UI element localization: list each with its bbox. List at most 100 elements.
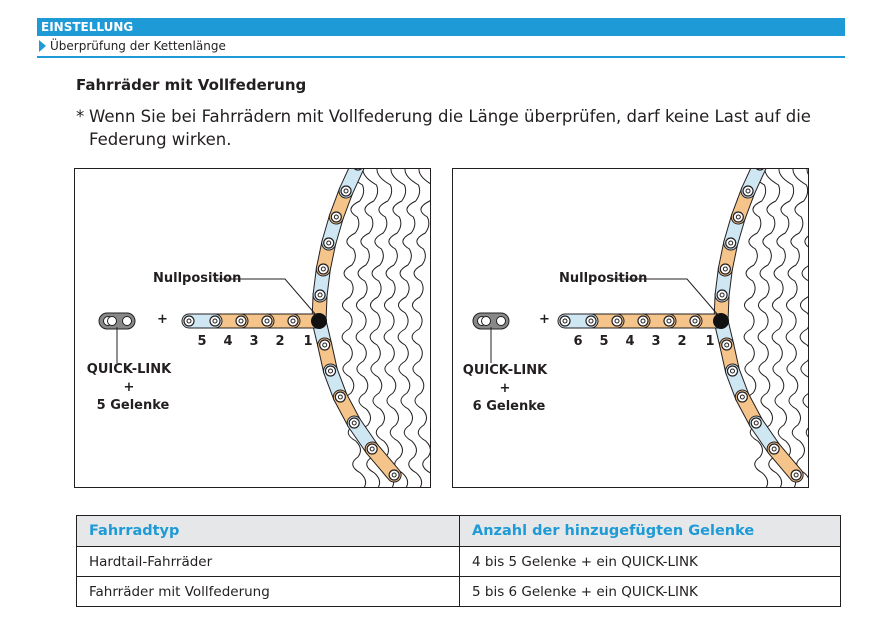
column-header: Anzahl der hinzugefügten Gelenke: [459, 515, 841, 547]
chain-pin-center: [290, 318, 296, 324]
triangle-bullet-icon: [39, 40, 46, 52]
chain-pin-center: [745, 188, 751, 194]
link-number: 2: [677, 334, 687, 349]
chain-pin-center: [753, 420, 759, 426]
chain-pin-center: [730, 368, 735, 374]
chain-pin: [354, 169, 362, 171]
chain-pin-center: [333, 214, 339, 220]
table-cell: Fahrräder mit Vollfederung: [76, 576, 460, 607]
chain-pin-center: [238, 318, 244, 324]
chain-pin: [388, 469, 400, 481]
chain-pin: [314, 289, 326, 301]
chain-illustration: [98, 169, 430, 487]
chain-pin: [319, 339, 331, 351]
link-number: 4: [223, 334, 233, 349]
cassette-tooth-outline: [369, 169, 395, 487]
chain-pin: [235, 315, 247, 327]
chain-pin: [725, 237, 737, 249]
cassette-tooth-outline: [743, 169, 769, 487]
cassette-tooth-outline: [785, 169, 808, 487]
chain-pin-center: [212, 318, 218, 324]
plus-sign: +: [539, 312, 550, 327]
leader-line: [613, 278, 719, 316]
link-number: 5: [197, 334, 207, 349]
chain-pin-center: [588, 318, 594, 324]
chain-pin: [559, 315, 571, 327]
chain-pin: [348, 417, 360, 429]
links-count-label: 5 Gelenke: [96, 398, 170, 413]
chain-pin: [585, 315, 597, 327]
chain-pin: [726, 365, 739, 377]
chain-pin: [611, 315, 623, 327]
chain-pin-center: [666, 318, 672, 324]
quick-link-pin: [481, 316, 491, 326]
chain-pin-center: [719, 292, 725, 298]
outer-plate: [767, 442, 803, 482]
cassette-tooth-outline: [397, 169, 423, 487]
chain-pin: [287, 315, 299, 327]
chain-pin: [663, 315, 675, 327]
chain-pin: [768, 443, 780, 455]
subsection-title: Überprüfung der Kettenlänge: [50, 39, 226, 53]
quick-link-pin: [107, 316, 117, 326]
chain-pin-center: [369, 446, 375, 452]
quick-link-pin: [122, 316, 132, 326]
links-count-label: 6 Gelenke: [472, 399, 546, 414]
chain-pin-center: [692, 318, 698, 324]
chain-pin: [637, 315, 649, 327]
chain-pin: [334, 391, 346, 403]
link-number: 1: [705, 334, 715, 349]
chain-pin: [183, 315, 195, 327]
cassette-tooth-outline: [771, 169, 797, 487]
chain-pin: [324, 365, 337, 377]
zero-position-pin: [311, 313, 327, 329]
section-header: EINSTELLUNG: [37, 18, 845, 36]
chain-pin-center: [337, 394, 343, 400]
chain-pin-center: [735, 214, 741, 220]
quick-link-pin: [496, 316, 506, 326]
chain-pin-center: [320, 266, 326, 272]
chain-pin: [209, 315, 221, 327]
chain-pin-center: [328, 368, 333, 374]
chain-pin-center: [326, 240, 332, 246]
chain-pin-center: [771, 446, 777, 452]
chain-pin-center: [728, 240, 734, 246]
table-cell: Hardtail-Fahrräder: [76, 546, 460, 577]
chain-pin-center: [722, 266, 728, 272]
cassette-tooth-outline: [411, 169, 430, 474]
chain-pin: [716, 289, 728, 301]
table-cell: 4 bis 5 Gelenke + ein QUICK-LINK: [459, 546, 841, 577]
chain-pin: [340, 185, 352, 197]
link-number: 6: [573, 334, 583, 349]
chain-pin: [742, 185, 754, 197]
chain-pin-center: [562, 318, 568, 324]
chain-pin-center: [739, 394, 745, 400]
subsection-header: Überprüfung der Kettenlänge: [37, 37, 845, 58]
chain-pin-center: [793, 472, 799, 478]
link-number: 1: [303, 334, 313, 349]
cassette-tooth-outline: [383, 169, 409, 487]
chain-pin: [736, 391, 748, 403]
chain-pin-center: [343, 188, 349, 194]
link-number: 5: [599, 334, 609, 349]
link-number: 3: [249, 334, 259, 349]
chain-pin-center: [322, 342, 328, 348]
plus-sign: +: [157, 312, 168, 327]
plus-sign-2: +: [123, 380, 135, 395]
note: *Wenn Sie bei Fahrrädern mit Vollfederun…: [76, 105, 846, 151]
chain-pin: [330, 211, 342, 223]
chain-pin-center: [724, 342, 730, 348]
link-number: 4: [625, 334, 635, 349]
chain-pin: [732, 211, 744, 223]
chain-pin-center: [186, 318, 192, 324]
chain-pin: [261, 315, 273, 327]
chain-pin-center: [391, 472, 397, 478]
column-header: Fahrradtyp: [76, 515, 460, 547]
chain-pin: [366, 443, 378, 455]
chain-pin-center: [640, 318, 646, 324]
